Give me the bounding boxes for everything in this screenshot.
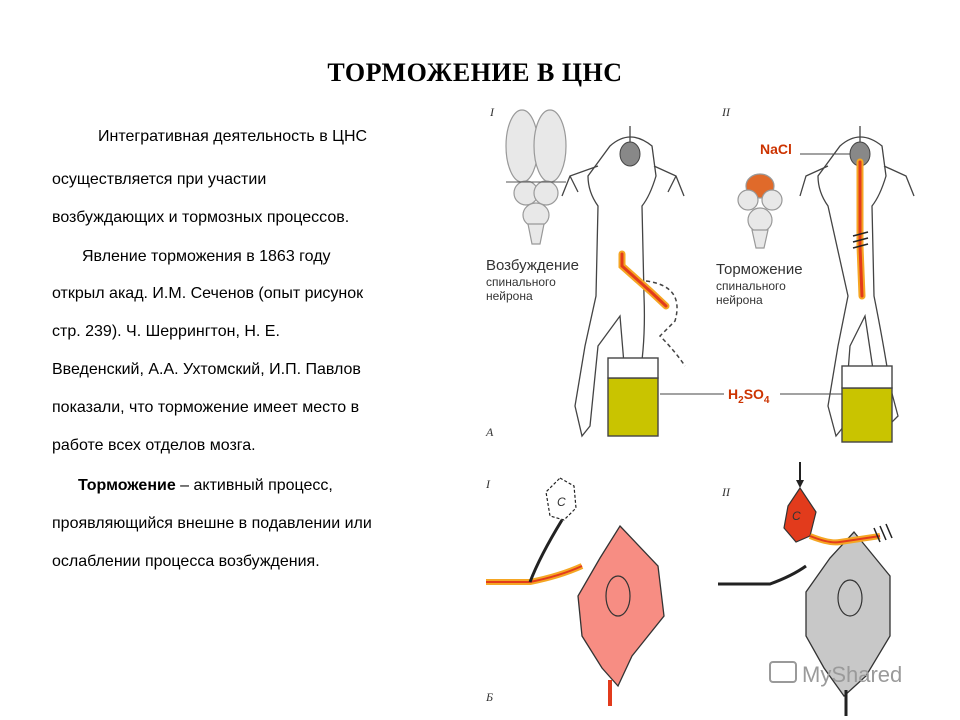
label-nacl: NaCl — [760, 141, 792, 157]
interneuron-b1-label: С — [557, 495, 566, 509]
label-excitation: Возбуждение — [486, 257, 579, 274]
nucleus-b2 — [837, 579, 863, 617]
inhibitory-axon-core-b2 — [809, 535, 881, 544]
text-line-2: осуществляется при участии — [52, 171, 267, 188]
text-line-1: Интегративная деятельность в ЦНС — [98, 128, 368, 145]
page-title: ТОРМОЖЕНИЕ В ЦНС — [327, 58, 623, 87]
label-excitation-sub2: нейрона — [486, 289, 533, 303]
text-line-6: стр. 239). Ч. Шеррингтон, Н. Е. — [52, 323, 280, 340]
term-inhibition: Торможение — [78, 477, 176, 494]
frog-a1-head — [619, 141, 641, 167]
panel-b2-numeral: II — [721, 485, 731, 499]
text-line-11: проявляющийся внешне в подавлении или — [52, 515, 372, 532]
watermark-icon — [769, 661, 797, 683]
nucleus-b1 — [605, 575, 631, 617]
beaker-a1 — [607, 357, 659, 437]
text-line-7: Введенский, А.А. Ухтомский, И.П. Павлов — [52, 361, 361, 378]
label-inhibition-sub1: спинального — [716, 279, 786, 293]
interneuron-b2 — [783, 486, 817, 543]
brain-a1 — [505, 109, 567, 245]
beaker-a2 — [841, 365, 893, 443]
nerve-core-a1 — [620, 252, 668, 308]
interneuron-b1 — [545, 477, 577, 521]
text-line-12: ослаблении процесса возбуждения. — [52, 553, 320, 570]
panel-a1-numeral: I — [489, 105, 495, 119]
label-inhibition: Торможение — [716, 261, 803, 278]
text-line-4: Явление торможения в 1863 году — [82, 248, 331, 265]
text-line-10: Торможение – активный процесс, — [78, 478, 333, 494]
interneuron-axon-b1 — [528, 519, 564, 583]
label-panel-a: А — [485, 425, 494, 439]
panel-b1-numeral: I — [485, 477, 491, 491]
label-excitation-sub1: спинального — [486, 275, 556, 289]
lifted-leg-dashed — [645, 280, 686, 367]
text-line-10-rest: – активный процесс, — [175, 477, 333, 494]
text-line-5: открыл акад. И.М. Сеченов (опыт рисунок — [52, 285, 364, 302]
arrow-head-b2 — [796, 480, 804, 488]
label-inhibition-sub2: нейрона — [716, 293, 763, 307]
label-panel-b: Б — [485, 690, 493, 704]
afferent-b2 — [718, 564, 807, 586]
sechenov-experiment-figure: I Возбуждение спинального нейрона II NaC… — [485, 105, 915, 716]
panel-a2-numeral: II — [721, 105, 731, 119]
watermark: MyShared — [769, 661, 902, 687]
text-line-3: возбуждающих и тормозных процессов. — [52, 209, 350, 226]
text-line-9: работе всех отделов мозга. — [52, 437, 256, 454]
label-h2so4: H2SO4 — [728, 386, 770, 406]
text-line-8: показали, что торможение имеет место в — [52, 399, 360, 416]
brain-a2 — [737, 173, 783, 249]
inhibitory-synapse-a2 — [852, 231, 869, 249]
interneuron-b2-label: С — [792, 509, 801, 523]
watermark-text: MyShared — [802, 662, 902, 687]
inhibitory-synapse-b2 — [873, 523, 893, 543]
